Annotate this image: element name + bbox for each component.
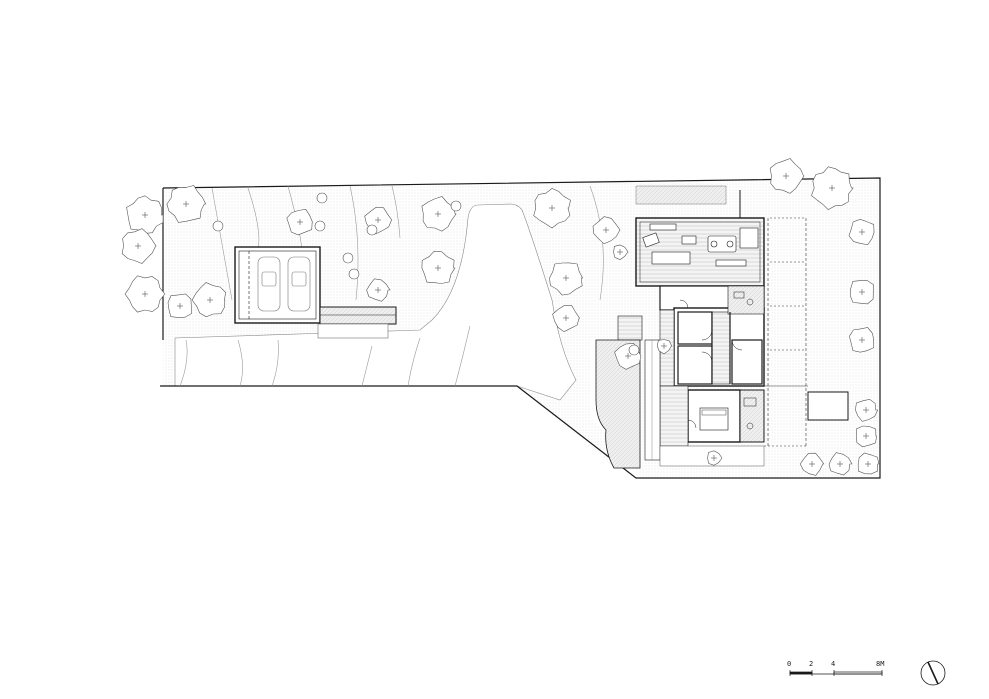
shrub-icon [628, 344, 640, 356]
tree-canopy-icon [191, 282, 226, 318]
site-ground [163, 180, 880, 478]
tree-canopy-icon [656, 339, 673, 355]
scale-label-2: 2 [809, 660, 813, 668]
car-icon [257, 256, 311, 312]
tree-canopy-icon [855, 398, 879, 422]
shrub-icon [212, 220, 224, 232]
tree-canopy-icon [857, 452, 880, 475]
trees [121, 158, 880, 476]
scale-label-4: 4 [831, 660, 835, 668]
shrub-icon [314, 220, 326, 232]
shrub-icon [348, 268, 360, 280]
garage [234, 246, 397, 339]
tree-canopy-icon [855, 425, 877, 448]
shrub-icon [316, 192, 328, 204]
east-garden [739, 190, 849, 447]
site-boundary [160, 177, 881, 479]
scale-label-8m: 8M [876, 660, 884, 668]
scale-bar: 0 2 4 8M [787, 660, 884, 676]
shrub-icon [366, 224, 378, 236]
shrub-icon [342, 252, 354, 264]
north-arrow-icon [920, 660, 946, 686]
shrub-icon [450, 200, 462, 212]
tree-canopy-icon [421, 250, 456, 284]
scale-label-0: 0 [787, 660, 791, 668]
house-plan [617, 217, 765, 447]
